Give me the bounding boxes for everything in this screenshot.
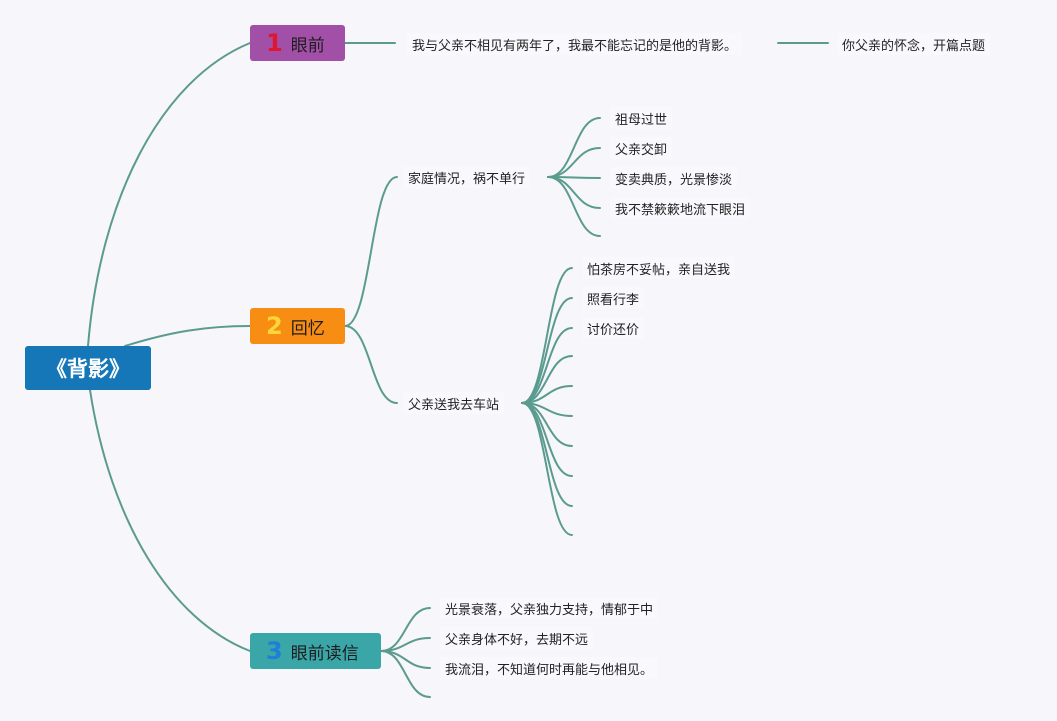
leaf-item[interactable]: 变卖典质，光景惨淡 (610, 167, 738, 189)
branch-number-3: 3 (266, 637, 283, 665)
connector-line (124, 325, 251, 347)
branch-node-1[interactable]: 1 眼前 (250, 25, 345, 61)
connector-line (547, 117, 601, 178)
branch-node-3[interactable]: 3 眼前读信 (250, 633, 381, 669)
leaf-item[interactable]: 光景衰落，父亲独力支持，情郁于中 (440, 597, 659, 619)
connector-line (547, 176, 601, 209)
leaf-item[interactable]: 怕茶房不妥帖，亲自送我 (582, 257, 736, 279)
leaf-item[interactable]: 我流泪，不知道何时再能与他相见。 (440, 657, 659, 679)
connector-line (521, 327, 573, 404)
subtopic-station[interactable]: 父亲送我去车站 (403, 392, 505, 414)
connector-line (521, 267, 573, 404)
leaf-item[interactable]: 父亲身体不好，去期不远 (440, 627, 594, 649)
leaf-item[interactable]: 照看行李 (582, 287, 645, 309)
branch-label-1: 眼前 (290, 35, 325, 56)
root-title: 《背影》 (46, 357, 130, 381)
connector-line (380, 650, 431, 698)
branch-label-2: 回忆 (290, 318, 325, 339)
leaf-item[interactable]: 祖母过世 (610, 107, 673, 129)
branch-node-2[interactable]: 2 回忆 (250, 308, 345, 344)
connector-line (547, 147, 601, 178)
branch-number-1: 1 (266, 29, 283, 57)
branch1-text[interactable]: 我与父亲不相见有两年了，我最不能忘记的是他的背影。 (407, 33, 743, 55)
connector-line (344, 176, 398, 327)
branch1-note[interactable]: 你父亲的怀念，开篇点题 (837, 33, 991, 55)
leaf-item[interactable]: 我不禁簌簌地流下眼泪 (610, 197, 751, 219)
connector-line (547, 176, 601, 237)
leaf-item[interactable]: 父亲交卸 (610, 137, 673, 159)
connector-line (87, 42, 251, 347)
leaf-item[interactable]: 讨价还价 (582, 317, 645, 339)
connector-line (521, 402, 573, 507)
connector-line (344, 325, 398, 404)
connector-line (521, 297, 573, 404)
connector-line (521, 402, 573, 536)
branch-number-2: 2 (266, 312, 283, 340)
root-node[interactable]: 《背影》 (25, 346, 151, 390)
branch-label-3: 眼前读信 (290, 643, 359, 664)
subtopic-family[interactable]: 家庭情况，祸不单行 (403, 166, 531, 188)
connector-line (89, 389, 251, 652)
